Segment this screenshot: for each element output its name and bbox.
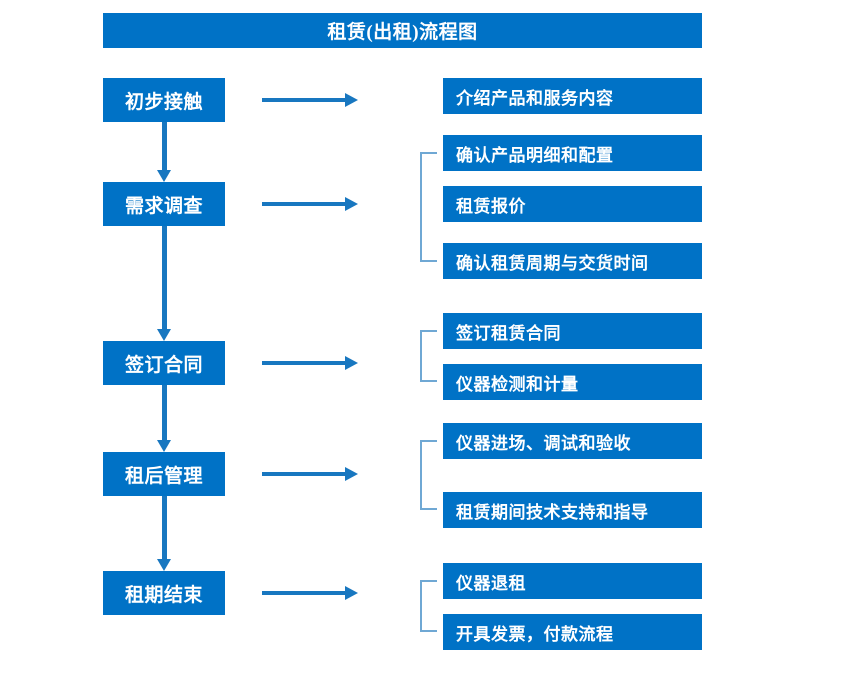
arrow-right-icon — [262, 356, 358, 370]
arrow-right-icon — [262, 93, 358, 107]
arrow-down-icon — [157, 496, 171, 571]
arrow-head — [345, 197, 358, 211]
arrow-head — [157, 440, 171, 452]
bracket-connector — [420, 580, 437, 632]
arrow-down-icon — [157, 122, 171, 182]
arrow-shaft — [262, 98, 346, 102]
arrow-shaft — [162, 122, 167, 170]
stage-box[interactable]: 签订合同 — [103, 341, 225, 385]
detail-box[interactable]: 开具发票，付款流程 — [443, 614, 702, 650]
detail-box[interactable]: 签订租赁合同 — [443, 313, 702, 349]
arrow-shaft — [162, 496, 167, 559]
detail-box[interactable]: 确认产品明细和配置 — [443, 135, 702, 171]
stage-box[interactable]: 初步接触 — [103, 78, 225, 122]
stage-box[interactable]: 需求调查 — [103, 182, 225, 226]
arrow-head — [345, 467, 358, 481]
arrow-head — [345, 93, 358, 107]
stage-box[interactable]: 租期结束 — [103, 571, 225, 615]
bracket-connector — [420, 152, 437, 262]
bracket-connector — [420, 330, 437, 382]
detail-box[interactable]: 介绍产品和服务内容 — [443, 78, 702, 114]
detail-box[interactable]: 租赁报价 — [443, 186, 702, 222]
arrow-shaft — [262, 361, 346, 365]
stage-box[interactable]: 租后管理 — [103, 452, 225, 496]
arrow-right-icon — [262, 467, 358, 481]
arrow-right-icon — [262, 197, 358, 211]
arrow-shaft — [162, 385, 167, 440]
detail-box[interactable]: 确认租赁周期与交货时间 — [443, 243, 702, 279]
arrow-head — [345, 586, 358, 600]
detail-box[interactable]: 仪器进场、调试和验收 — [443, 423, 702, 459]
arrow-shaft — [262, 591, 346, 595]
detail-box[interactable]: 租赁期间技术支持和指导 — [443, 492, 702, 528]
arrow-head — [157, 559, 171, 571]
arrow-head — [157, 329, 171, 341]
detail-box[interactable]: 仪器检测和计量 — [443, 364, 702, 400]
arrow-shaft — [262, 472, 346, 476]
arrow-shaft — [162, 226, 167, 329]
bracket-connector — [420, 440, 437, 510]
arrow-down-icon — [157, 385, 171, 452]
arrow-head — [157, 170, 171, 182]
arrow-right-icon — [262, 586, 358, 600]
arrow-head — [345, 356, 358, 370]
arrow-shaft — [262, 202, 346, 206]
arrow-down-icon — [157, 226, 171, 341]
detail-box[interactable]: 仪器退租 — [443, 563, 702, 599]
flowchart-title: 租赁(出租)流程图 — [103, 13, 702, 48]
